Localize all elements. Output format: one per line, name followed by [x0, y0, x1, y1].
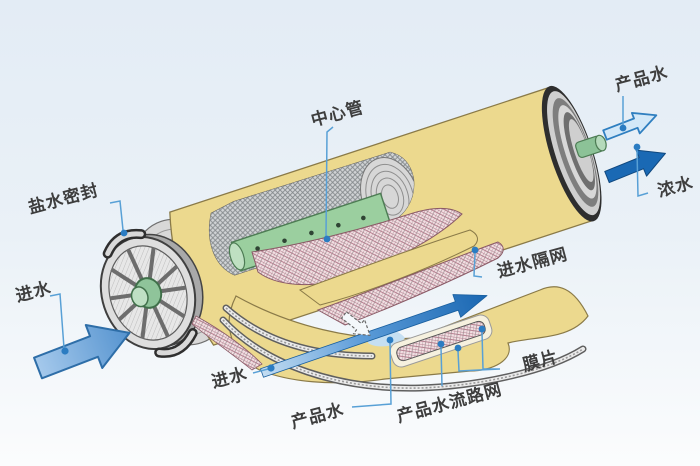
end-cap-left-wheel — [99, 233, 204, 351]
tube-hole — [255, 246, 260, 251]
cutaway-window — [208, 151, 420, 276]
feed-arrow — [33, 324, 131, 380]
product-arrow — [602, 112, 658, 141]
feed-spacer-wrap — [251, 207, 463, 286]
feed-flow-arrow — [260, 294, 488, 378]
tube-hole — [336, 222, 341, 228]
tube-hub-cap — [130, 286, 149, 308]
leader-lines — [49, 96, 649, 408]
tube-hole — [309, 230, 314, 236]
dashed-product-arrow — [340, 311, 371, 336]
leader-dots — [61, 124, 641, 372]
unrolled-membrane-assembly — [191, 207, 589, 392]
tube-hole — [282, 238, 287, 244]
tube-hole — [361, 215, 366, 221]
end-cap-right — [541, 85, 607, 222]
brine-seal — [102, 228, 198, 358]
concentrate-arrow — [604, 149, 666, 184]
permeate-port — [575, 134, 607, 159]
sheet-edge-bands — [219, 304, 587, 392]
feed-spacer-sliver — [191, 315, 263, 371]
feed-spacer-leaf — [316, 241, 504, 326]
membrane-leaf — [298, 229, 478, 306]
